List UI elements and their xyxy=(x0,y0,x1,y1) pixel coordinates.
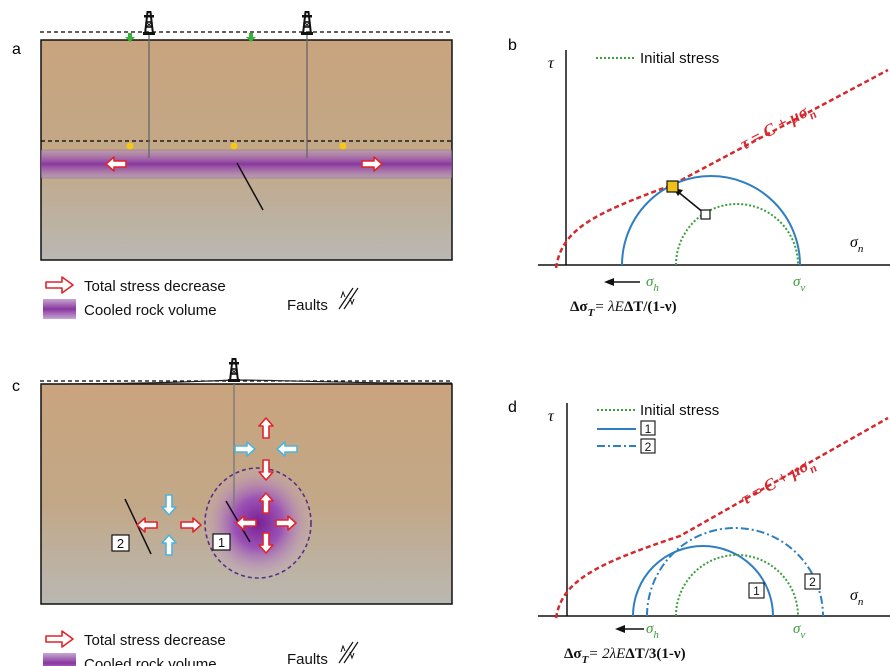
legend-initial-stress: Initial stress xyxy=(640,402,719,419)
stress-decrease-legend-arrow-icon xyxy=(45,630,74,648)
tau-axis-label: τ xyxy=(548,408,555,425)
sigma-h-label: σh xyxy=(646,621,659,641)
stress-change-formula: ΔσT= 2λEΔT/3(1-ν) xyxy=(564,646,686,666)
failure-envelope xyxy=(554,68,889,269)
circle-2-number: 2 xyxy=(809,575,816,589)
derrick-icon xyxy=(227,358,241,383)
panel-d-label: d xyxy=(508,399,517,416)
fault-1-number: 1 xyxy=(218,535,225,550)
failure-point-marker-icon xyxy=(666,180,679,193)
circle-1-box xyxy=(748,582,765,599)
subsidence-arrow-icon xyxy=(246,33,256,42)
panel-c: c 2 1 xyxy=(12,358,453,605)
panel-b: b τ σn Initial stress τ = C + μσn σh σv … xyxy=(508,37,890,319)
legend-cooled-volume: Cooled rock volume xyxy=(84,656,217,666)
legend-1-label: 1 xyxy=(645,422,652,436)
sigma-n-axis-label: σn xyxy=(850,587,864,608)
panel-a-label: a xyxy=(12,41,21,58)
sigma-h-label: σh xyxy=(646,274,659,294)
legend-initial-stress: Initial stress xyxy=(640,50,719,67)
stress-change-formula: ΔσT= λEΔT/(1-ν) xyxy=(570,299,677,319)
cooled-layer xyxy=(41,150,452,178)
mohr-circle-2 xyxy=(646,527,824,617)
mohr-circle-initial xyxy=(675,554,799,617)
panel-c-label: c xyxy=(12,378,20,395)
faults-legend-icon xyxy=(338,287,359,310)
shift-arrow-line xyxy=(676,190,705,214)
circle-1-number: 1 xyxy=(753,584,760,598)
yellow-marker-icon xyxy=(339,142,347,150)
mohr-circle-initial xyxy=(675,203,799,266)
cooled-volume-swatch xyxy=(43,299,76,319)
yellow-marker-icon xyxy=(126,142,134,150)
cooled-rock-volume xyxy=(205,468,311,578)
cooled-volume-swatch xyxy=(43,653,76,666)
legend-stress-decrease: Total stress decrease xyxy=(84,278,226,295)
fault-line xyxy=(236,162,264,211)
tau-axis-label: τ xyxy=(548,55,555,72)
cooled-volume-boundary xyxy=(204,467,312,579)
stress-decrease-legend-arrow-icon xyxy=(45,276,74,294)
legend-cooled-volume: Cooled rock volume xyxy=(84,302,217,319)
circle-2-box xyxy=(804,573,821,590)
mohr-circle-cooled xyxy=(621,175,801,266)
panel-d: d τ σn Initial stress 1 2 τ = C + μσn 1 … xyxy=(508,399,890,666)
failure-envelope xyxy=(554,416,889,619)
legend-stress-decrease: Total stress decrease xyxy=(84,632,226,649)
mohr-circle-1 xyxy=(632,545,774,617)
legend-faults: Faults xyxy=(287,651,328,666)
faults-legend-icon xyxy=(338,641,359,664)
legend-top: Total stress decrease Cooled rock volume… xyxy=(43,276,359,319)
panel-a: a xyxy=(12,11,453,261)
legend-2-box xyxy=(640,438,656,454)
stress-shift-arrow-icon xyxy=(615,625,625,633)
subsidence-arrow-icon xyxy=(125,33,135,42)
yellow-marker-icon xyxy=(230,142,238,150)
stress-shift-arrow-icon xyxy=(604,278,614,286)
sigma-v-label: σv xyxy=(793,274,805,294)
legend-faults: Faults xyxy=(287,297,328,314)
sigma-v-label: σv xyxy=(793,621,805,641)
failure-criterion-label: τ = C + μσn xyxy=(737,99,819,157)
legend-1-box xyxy=(640,420,656,436)
sigma-n-axis-label: σn xyxy=(850,234,864,255)
fault-2-box xyxy=(111,534,130,552)
initial-point-marker-icon xyxy=(700,209,711,220)
failure-criterion-label: τ = C + μσn xyxy=(738,453,820,512)
legend-2-label: 2 xyxy=(645,440,652,454)
legend-bottom: Total stress decrease Cooled rock volume… xyxy=(43,630,359,666)
fault-1-box xyxy=(212,533,231,551)
panel-b-label: b xyxy=(508,37,517,54)
fault-2-number: 2 xyxy=(117,536,124,551)
